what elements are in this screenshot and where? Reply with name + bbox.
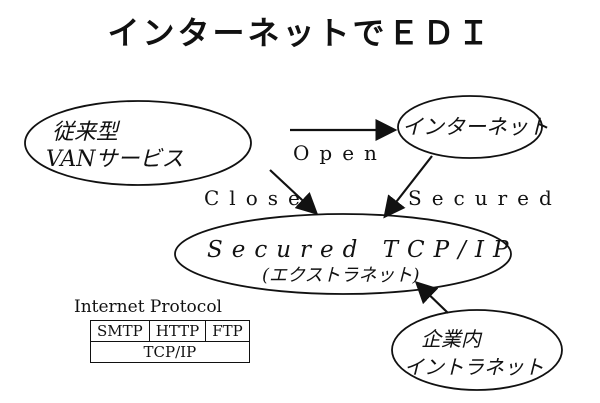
protocol-transport-row: TCP/IP — [90, 341, 250, 363]
edge-secured-arrow — [383, 155, 433, 219]
edge-intranet-arrow — [414, 280, 449, 314]
protocol-cell-http: HTTP — [148, 320, 207, 342]
node-intranet-line1: 企業内 — [421, 327, 483, 351]
protocol-cell-tcpip: TCP/IP — [90, 341, 250, 363]
node-van-line2: VANサービス — [46, 147, 184, 172]
node-van-ellipse — [24, 100, 252, 186]
page-title: インターネットでＥＤＩ — [107, 14, 493, 52]
protocol-title: Internet Protocol — [74, 297, 222, 317]
protocol-app-row: SMTP HTTP FTP — [90, 320, 250, 342]
edge-close-label: Close — [204, 186, 310, 210]
node-internet-label: インターネット — [402, 115, 549, 139]
node-intranet-ellipse — [391, 309, 563, 391]
node-secured-line1: Secured TCP/IP — [207, 237, 517, 263]
node-secured-line2: (エクストラネット) — [262, 265, 420, 286]
protocol-cell-ftp: FTP — [205, 320, 250, 342]
node-secured-ellipse — [174, 213, 512, 295]
protocol-stack-table: SMTP HTTP FTP TCP/IP — [90, 320, 250, 363]
edge-open-label: Open — [293, 141, 387, 165]
edge-close-arrow — [269, 169, 319, 216]
node-internet-ellipse — [397, 95, 543, 159]
protocol-cell-smtp: SMTP — [90, 320, 150, 342]
node-intranet-line2: イントラネット — [404, 355, 544, 379]
edge-secured-label: Secured — [408, 186, 562, 210]
node-van-line1: 従来型 — [52, 120, 121, 145]
